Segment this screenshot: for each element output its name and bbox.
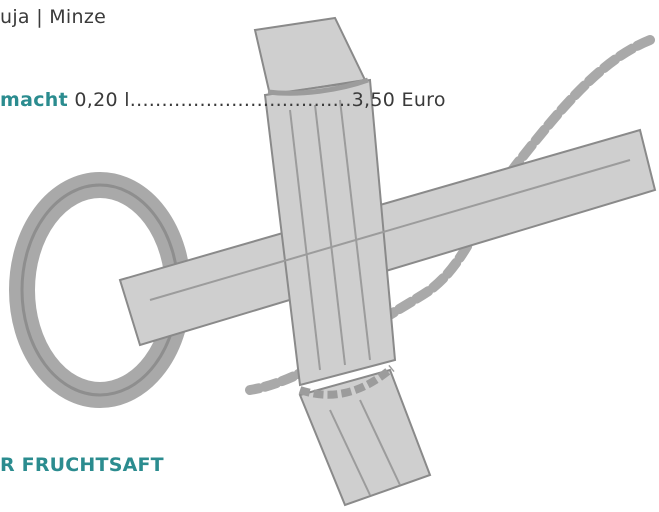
item-name: macht	[0, 89, 68, 111]
item-price: 3,50 Euro	[351, 89, 446, 111]
menu-item-line: macht 0,20 l............................…	[0, 89, 446, 111]
section-heading: R FRUCHTSAFT	[0, 454, 164, 476]
item-volume: 0,20 l	[74, 89, 130, 111]
ingredients-line: uja | Minze	[0, 6, 107, 28]
dot-leader: ...................................	[129, 89, 352, 111]
